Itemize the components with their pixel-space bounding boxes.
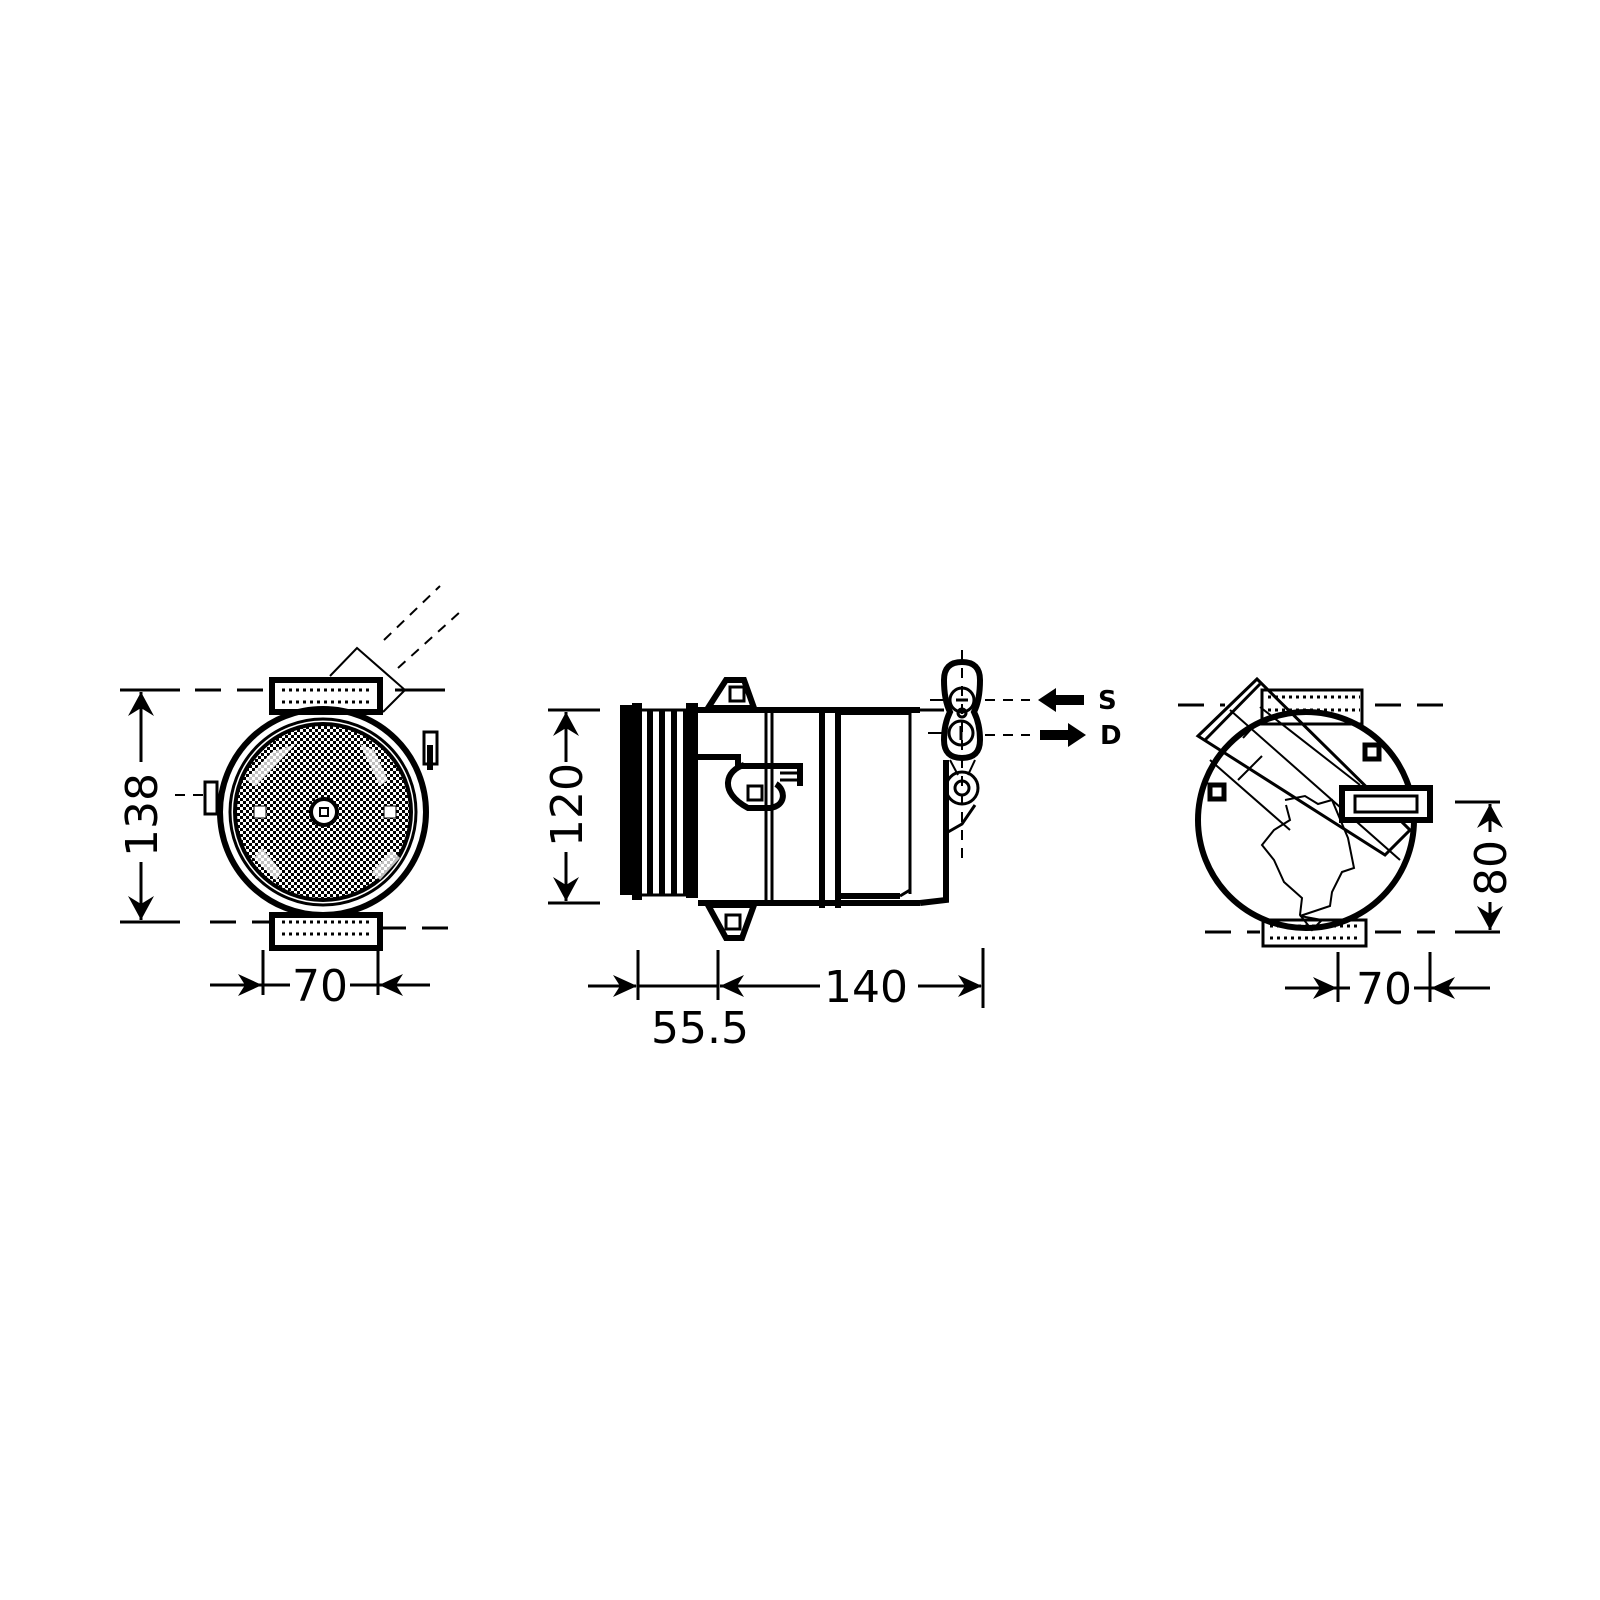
side-view: S D 120 140 55.	[542, 650, 1122, 1054]
dimension-rear-height: 80	[1455, 800, 1517, 934]
port-label-discharge: D	[1100, 721, 1122, 751]
rear-connector-housing	[1195, 676, 1413, 861]
dimension-side-height: 120	[542, 708, 600, 905]
suction-arrow-icon	[1038, 688, 1084, 712]
dimension-front-width: 70	[210, 950, 430, 1012]
dim-label-70-rear: 70	[1356, 964, 1412, 1015]
dimension-side-length: 140 55.5	[588, 948, 985, 1054]
dimension-rear-width: 70	[1285, 952, 1490, 1015]
front-view: 138 70	[117, 585, 461, 1012]
pulley-slots	[246, 744, 400, 880]
dim-label-70-front: 70	[292, 961, 348, 1012]
port-label-suction: S	[1098, 686, 1117, 716]
dim-label-55-5: 55.5	[651, 1003, 749, 1054]
dim-label-138: 138	[117, 773, 168, 857]
dimension-front-height: 138	[117, 692, 168, 920]
dim-label-80: 80	[1466, 840, 1517, 896]
dim-label-140: 140	[824, 962, 908, 1013]
dim-label-120: 120	[542, 763, 593, 847]
rear-view: 80 70	[1178, 676, 1517, 1015]
discharge-arrow-icon	[1040, 723, 1086, 747]
